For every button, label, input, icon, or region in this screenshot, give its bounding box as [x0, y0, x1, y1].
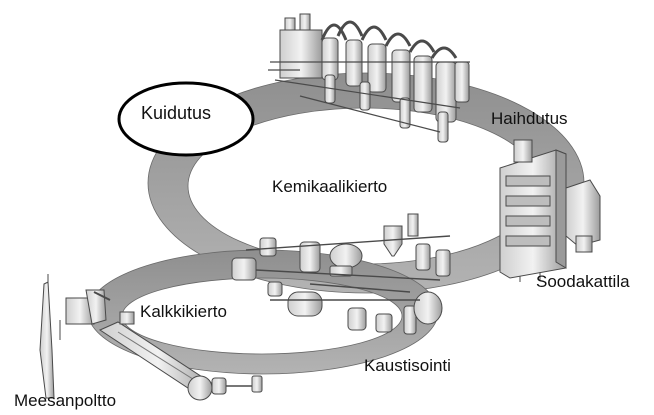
- label-meesanpoltto: Meesanpoltto: [14, 391, 117, 410]
- label-soodakattila: Soodakattila: [536, 272, 630, 291]
- evaporation-plant-icon: [268, 13, 470, 143]
- lime-kiln-icon: [39, 274, 263, 401]
- kuidutus-highlight-ellipse: [117, 81, 255, 157]
- label-kuidutus: Kuidutus: [141, 103, 212, 123]
- label-kemikaalikierto: Kemikaalikierto: [272, 177, 388, 196]
- recovery-boiler-icon: [499, 139, 601, 282]
- label-haihdutus: Haihdutus: [491, 109, 568, 128]
- label-kalkkikierto: Kalkkikierto: [140, 302, 227, 321]
- causticizing-plant-icon: [231, 213, 451, 335]
- label-kaustisointi: Kaustisointi: [364, 356, 451, 375]
